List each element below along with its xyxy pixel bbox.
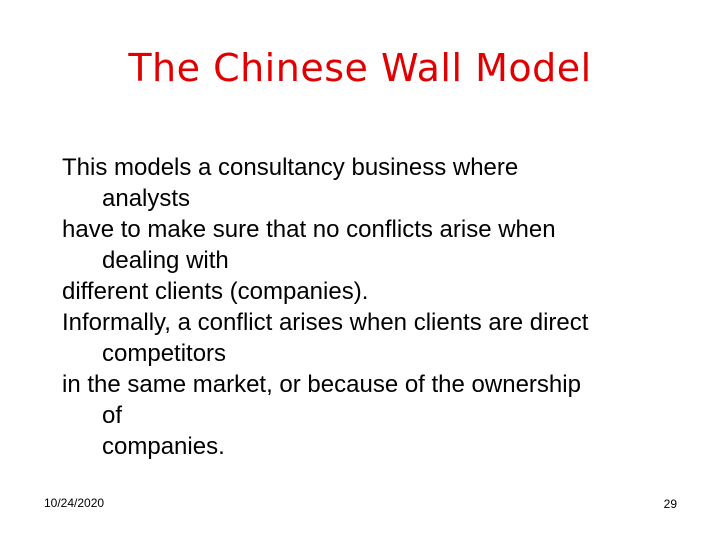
- slide-body: This models a consultancy business where…: [62, 152, 702, 462]
- footer-date: 10/24/2020: [44, 496, 105, 510]
- body-line-continuation: analysts: [102, 185, 191, 212]
- slide-title: The Chinese Wall Model: [128, 46, 592, 90]
- body-line-continuation: competitors: [102, 340, 227, 367]
- body-line-continuation: companies.: [102, 433, 225, 460]
- body-line-continuation: of: [102, 402, 123, 429]
- body-line: in the same market, or because of the ow…: [62, 371, 581, 398]
- body-line: have to make sure that no conflicts aris…: [62, 216, 556, 243]
- body-line: This models a consultancy business where: [62, 154, 519, 181]
- body-line: different clients (companies).: [62, 278, 369, 305]
- body-line-continuation: dealing with: [102, 247, 229, 274]
- body-line: Informally, a conflict arises when clien…: [62, 309, 589, 336]
- page-number: 29: [663, 497, 677, 511]
